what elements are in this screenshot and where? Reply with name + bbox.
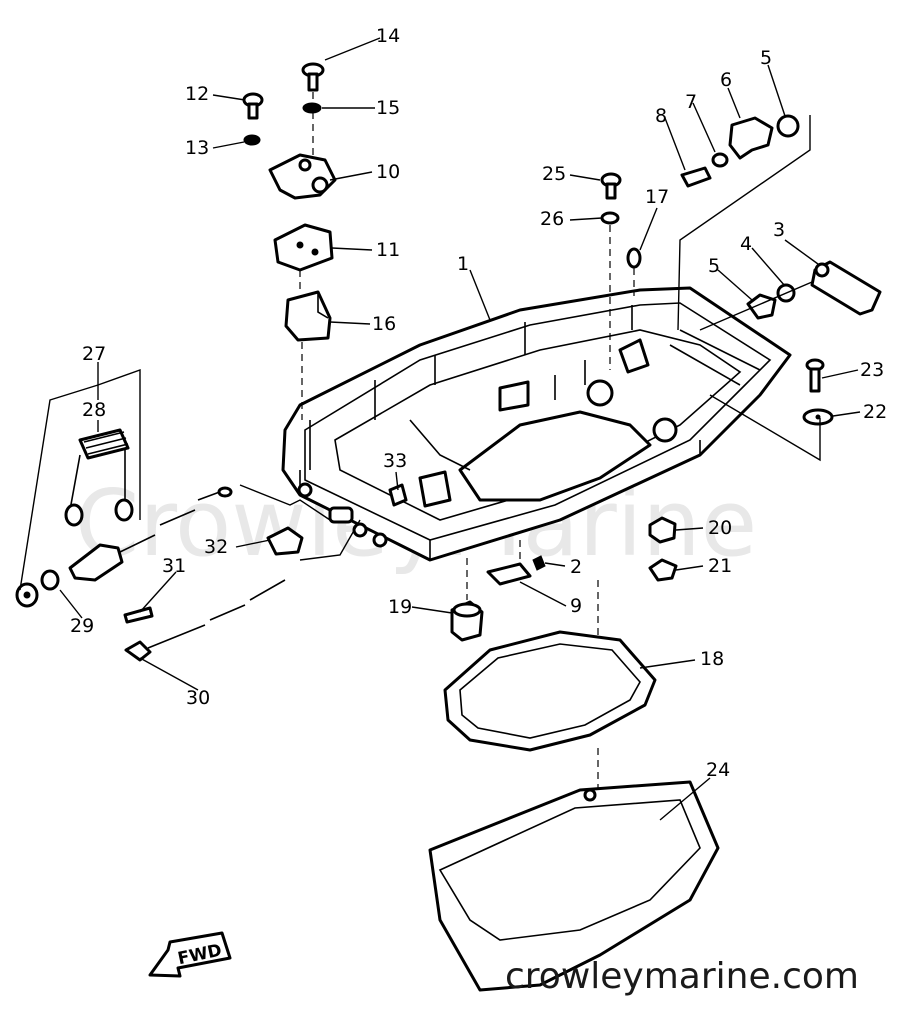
callout-leaders — [59, 37, 861, 821]
callout-labels: 1 2 3 4 5 5 6 7 8 9 10 11 12 13 14 15 16… — [70, 25, 887, 781]
callout-1: 1 — [457, 253, 469, 275]
callout-5a: 5 — [708, 255, 720, 277]
part-knob-6 — [728, 116, 774, 160]
part-switch-29 — [40, 569, 60, 591]
part-washer-26 — [600, 211, 620, 225]
part-lower-cover-24 — [428, 780, 720, 992]
part-cap-16 — [284, 290, 332, 342]
callout-2: 2 — [570, 556, 582, 578]
part-washer-13 — [243, 134, 261, 146]
part-pad-9 — [486, 562, 532, 586]
forward-arrow-icon: FWD — [148, 931, 232, 978]
part-screw-12 — [242, 92, 264, 120]
leader-22 — [709, 394, 821, 462]
callout-15: 15 — [376, 97, 400, 119]
callout-19: 19 — [388, 596, 412, 618]
part-grommet-32 — [266, 526, 304, 556]
callout-24: 24 — [706, 759, 730, 781]
part-grommet-20 — [648, 516, 677, 544]
part-grommet-21 — [648, 558, 678, 582]
part-collar-5b — [776, 114, 800, 138]
part-bolt-8 — [680, 166, 712, 188]
callout-26: 26 — [540, 208, 564, 230]
part-clip-27 — [15, 582, 39, 608]
callout-4: 4 — [740, 233, 752, 255]
callout-29: 29 — [70, 615, 94, 637]
leader-bracket-right — [677, 115, 813, 331]
callout-5b: 5 — [760, 47, 772, 69]
callout-28: 28 — [82, 399, 106, 421]
callout-13: 13 — [185, 137, 209, 159]
part-screw-2 — [532, 555, 546, 571]
part-stop-switch — [68, 486, 233, 582]
callout-18: 18 — [700, 648, 724, 670]
part-plate — [273, 223, 334, 272]
callout-22: 22 — [863, 401, 887, 423]
part-cord-28 — [64, 428, 134, 527]
leader-dashes-top — [299, 92, 314, 420]
callout-20: 20 — [708, 517, 732, 539]
part-seal-18 — [443, 630, 657, 752]
part-washer-7 — [711, 152, 729, 168]
leader-32 — [299, 519, 361, 561]
callout-14: 14 — [376, 25, 400, 47]
part-lever-3 — [810, 260, 882, 316]
callout-9: 9 — [570, 595, 582, 617]
part-washer-15 — [302, 102, 322, 114]
callout-6: 6 — [720, 69, 732, 91]
callout-3: 3 — [773, 219, 785, 241]
part-bolt-23 — [805, 358, 825, 393]
callout-11: 11 — [376, 239, 400, 261]
callout-21: 21 — [708, 555, 732, 577]
part-plug-30 — [124, 579, 286, 662]
callout-8: 8 — [655, 105, 667, 127]
callout-7: 7 — [685, 91, 697, 113]
part-collar-5a — [746, 293, 777, 320]
callout-33: 33 — [383, 450, 407, 472]
part-bottom-cowling — [281, 286, 792, 562]
callout-31: 31 — [162, 555, 186, 577]
site-url-text: crowleymarine.com — [505, 956, 859, 997]
callout-16: 16 — [372, 313, 396, 335]
part-grommet-19 — [450, 600, 484, 642]
callout-17: 17 — [645, 186, 669, 208]
part-cap-31 — [123, 606, 154, 624]
leader-dashes-right — [609, 225, 635, 370]
callout-12: 12 — [185, 83, 209, 105]
callout-30: 30 — [186, 687, 210, 709]
part-grommet-17 — [626, 247, 642, 269]
callout-32: 32 — [204, 536, 228, 558]
leader-dashes-lower — [466, 540, 521, 600]
part-screw-25 — [600, 172, 622, 200]
callout-25: 25 — [542, 163, 566, 185]
part-hook-bracket — [268, 153, 337, 200]
callout-10: 10 — [376, 161, 400, 183]
part-screw-14 — [301, 62, 325, 92]
callout-23: 23 — [860, 359, 884, 381]
callout-27: 27 — [82, 343, 106, 365]
leader-wire-to-cowling — [239, 484, 331, 521]
part-washer-22 — [802, 408, 834, 426]
